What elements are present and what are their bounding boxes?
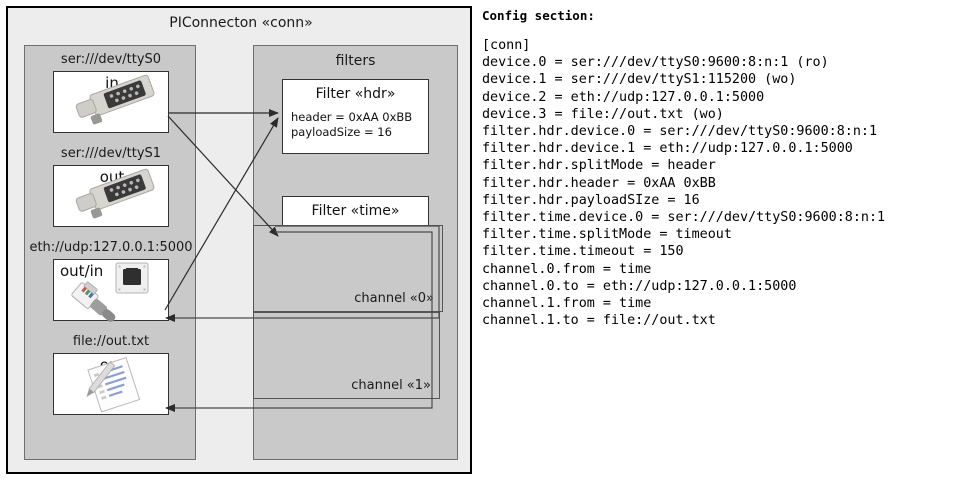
device-node-ttys0[interactable]: in xyxy=(53,71,169,133)
filter-attrs-hdr: header = 0xAA 0xBB payloadSize = 16 xyxy=(291,110,412,140)
config-line: channel.1.to = file://out.txt xyxy=(482,313,716,329)
config-line: filter.hdr.device.0 = ser:///dev/ttyS0:9… xyxy=(482,124,878,140)
connector-outer-frame: PIConnecton «conn» ser:///dev/ttyS0 in xyxy=(6,6,472,474)
config-line: device.0 = ser:///dev/ttyS0:9600:8:n:1 (… xyxy=(482,55,829,71)
config-line: filter.hdr.header = 0xAA 0xBB xyxy=(482,175,716,191)
config-line: filter.time.splitMode = timeout xyxy=(482,227,732,243)
document-pen-icon xyxy=(86,357,141,413)
filter-title-time: Filter «time» xyxy=(311,203,400,219)
channel-group-1[interactable]: channel «1» xyxy=(253,312,440,399)
diagram-title: PIConnecton «conn» xyxy=(169,15,313,31)
config-line: device.1 = ser:///dev/ttyS1:115200 (wo) xyxy=(482,72,797,88)
filter-attr: payloadSize = 16 xyxy=(291,125,392,139)
filters-panel: filters Filter «hdr» header = 0xAA 0xBB … xyxy=(253,45,458,460)
config-line: filter.hdr.payloadSIze = 16 xyxy=(482,192,700,208)
config-line: device.3 = file://out.txt (wo) xyxy=(482,106,724,122)
device-label-file: file://out.txt xyxy=(72,334,150,349)
device-label-ttys1: ser:///dev/ttyS1 xyxy=(60,146,162,161)
filter-title-hdr: Filter «hdr» xyxy=(315,86,396,102)
config-section: Config section: [conn] device.0 = ser:///… xyxy=(482,8,960,329)
device-node-file[interactable]: out xyxy=(53,353,169,415)
serial-connector-icon xyxy=(75,74,155,125)
device-node-ttys1[interactable]: out xyxy=(53,165,169,227)
device-node-eth[interactable]: out/in xyxy=(53,259,169,322)
config-line: device.2 = eth://udp:127.0.0.1:5000 xyxy=(482,89,765,105)
config-line: channel.0.to = eth://udp:127.0.0.1:5000 xyxy=(482,278,797,294)
config-line: filter.hdr.device.1 = eth://udp:127.0.0.… xyxy=(482,141,853,157)
devices-panel: ser:///dev/ttyS0 in xyxy=(24,45,196,460)
device-label-ttys0: ser:///dev/ttyS0 xyxy=(60,52,162,67)
filter-node-hdr[interactable]: Filter «hdr» header = 0xAA 0xBB payloadS… xyxy=(282,79,429,154)
device-label-eth: eth://udp:127.0.0.1:5000 xyxy=(29,240,193,255)
serial-connector-icon xyxy=(75,168,155,219)
config-lines[interactable]: [conn] device.0 = ser:///dev/ttyS0:9600:8… xyxy=(482,37,960,329)
config-line: filter.time.device.0 = ser:///dev/ttyS0:… xyxy=(482,210,886,226)
channel-label-1: channel «1» xyxy=(351,378,431,393)
ethernet-jack-icon xyxy=(71,262,149,322)
config-line: filter.time.timeout = 150 xyxy=(482,244,684,260)
config-line: channel.0.from = time xyxy=(482,261,652,277)
channel-group-0[interactable]: channel «0» xyxy=(253,225,443,312)
config-line: filter.hdr.splitMode = header xyxy=(482,158,716,174)
config-line: channel.1.from = time xyxy=(482,296,652,312)
config-line: [conn] xyxy=(482,38,531,53)
device-io-eth: out/in xyxy=(60,262,104,280)
channel-label-0: channel «0» xyxy=(354,291,434,306)
filter-attr: header = 0xAA 0xBB xyxy=(291,110,413,124)
config-heading: Config section: xyxy=(482,8,595,23)
filters-panel-title: filters xyxy=(335,53,376,69)
